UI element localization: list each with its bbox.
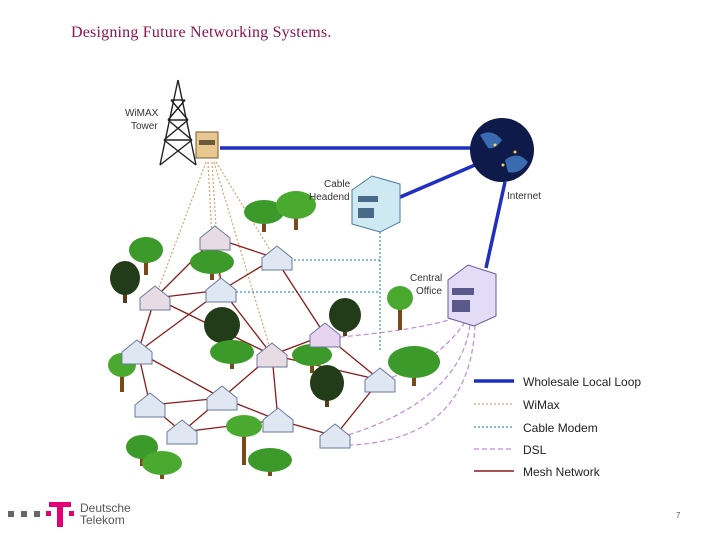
tree-icon xyxy=(248,448,292,476)
wimax-tower-label-1: WiMAX xyxy=(125,108,159,119)
tree-icon xyxy=(310,365,344,407)
legend-label-wholesale: Wholesale Local Loop xyxy=(523,375,641,389)
brand-name: Deutsche Telekom xyxy=(80,502,131,526)
house-icon xyxy=(121,339,153,365)
tree-icon xyxy=(142,451,182,479)
wimax-tower-label-2: Tower xyxy=(131,121,158,132)
logo-dots xyxy=(8,511,40,517)
tree-icon xyxy=(129,237,163,275)
slide-title: Designing Future Networking Systems. xyxy=(71,24,332,41)
house-icon xyxy=(319,423,351,449)
t-logo-icon xyxy=(46,500,74,528)
tree-icon xyxy=(226,415,262,465)
house-icon xyxy=(139,285,171,311)
central-office-label-2: Office xyxy=(416,286,442,297)
house-icon xyxy=(134,392,166,418)
house-icon xyxy=(309,322,341,348)
tree-icon xyxy=(387,286,413,330)
legend-label-dsl: DSL xyxy=(523,443,547,457)
tree-icon xyxy=(190,250,234,280)
houses xyxy=(121,225,396,449)
legend-label-wimax: WiMax xyxy=(523,398,560,412)
wimax-tower-icon xyxy=(159,79,197,166)
house-icon xyxy=(206,385,238,411)
tree-icon xyxy=(126,435,158,466)
internet-globe-icon xyxy=(470,118,534,182)
tree-icon xyxy=(210,340,254,369)
house-icon xyxy=(364,367,396,393)
brand-line-1: Deutsche xyxy=(80,501,131,515)
cable-modem-lines xyxy=(232,228,381,352)
central-office-icon xyxy=(447,264,497,327)
tree-icon xyxy=(204,307,240,343)
house-icon xyxy=(262,407,294,433)
internet-label: Internet xyxy=(507,191,541,202)
telekom-logo: Deutsche Telekom xyxy=(8,500,131,528)
house-icon xyxy=(256,342,288,368)
legend: Wholesale Local Loop WiMax Cable Modem D… xyxy=(474,375,641,479)
cable-headend-label-2: Headend xyxy=(309,192,350,203)
tree-icon xyxy=(244,200,284,232)
tree-icon xyxy=(292,344,332,373)
house-icon xyxy=(166,419,198,445)
house-icon xyxy=(205,277,237,303)
tree-icon xyxy=(329,298,361,336)
brand-line-2: Telekom xyxy=(80,513,125,527)
house-icon xyxy=(261,245,293,271)
tree-icon xyxy=(276,191,316,230)
house-icon xyxy=(199,225,231,251)
tree-icon xyxy=(110,261,140,303)
dsl-lines xyxy=(329,317,476,446)
legend-label-mesh: Mesh Network xyxy=(523,465,601,479)
cable-headend-icon xyxy=(351,175,401,233)
central-office-label-1: Central xyxy=(410,273,442,284)
wholesale-loop-lines xyxy=(220,146,507,269)
trees xyxy=(108,191,440,479)
legend-label-cable: Cable Modem xyxy=(523,421,598,435)
page-number: 7 xyxy=(676,511,681,520)
tree-icon xyxy=(388,346,440,386)
wimax-base-station-icon xyxy=(195,131,219,159)
cable-headend-label-1: Cable xyxy=(324,179,351,190)
